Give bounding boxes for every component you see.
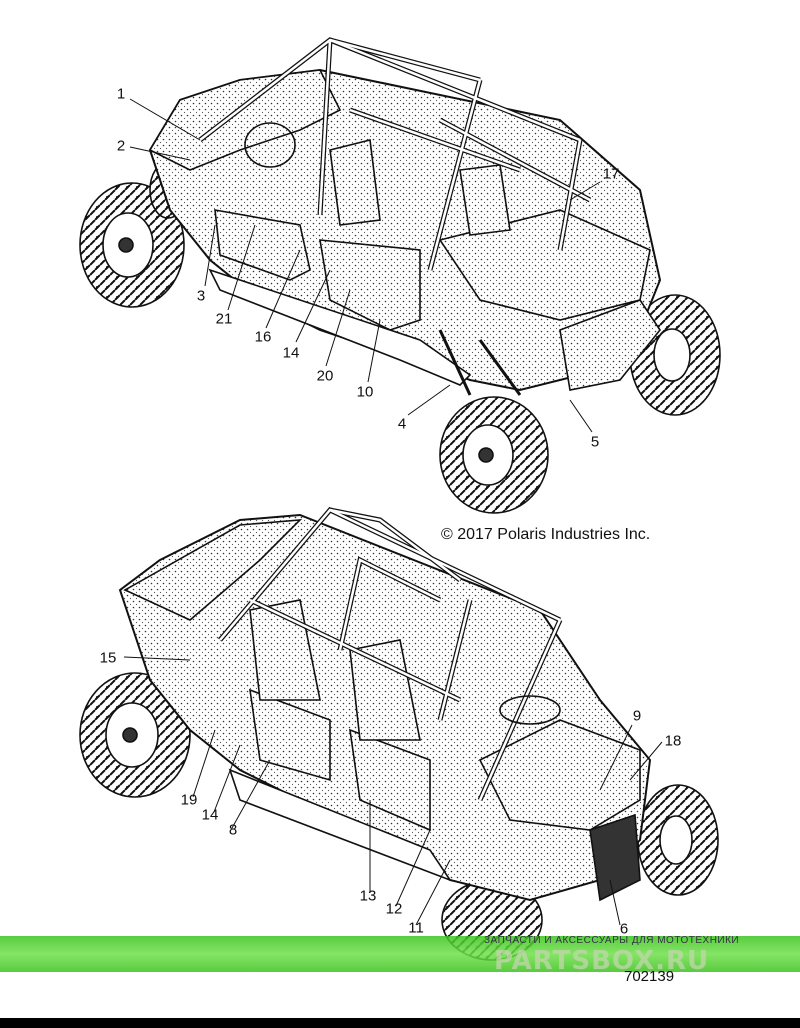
callout-18: 18: [664, 732, 682, 750]
callout-21: 21: [215, 310, 233, 328]
copyright-text: © 2017 Polaris Industries Inc.: [441, 526, 651, 543]
vehicle-bottom: [79, 506, 719, 961]
rocker-panel-bottom: [228, 768, 453, 882]
callout-5: 5: [590, 433, 600, 451]
wheel-front-left-bottom: [79, 672, 191, 798]
callout-2: 2: [116, 137, 126, 155]
suspension-top: [438, 329, 522, 396]
watermark-logo: PARTSBOX.RU: [494, 946, 710, 976]
front-grille-bottom: [589, 813, 641, 902]
callout-13: 13: [359, 887, 377, 905]
wheel-rear-right-top: [439, 396, 549, 514]
front-door-top: [214, 209, 311, 281]
callout-4: 4: [397, 415, 407, 433]
callout-1: 1: [116, 85, 126, 103]
roll-cage-top-inner: [199, 38, 591, 271]
callout-19: 19: [180, 791, 198, 809]
seat-rear-top: [459, 164, 511, 236]
callout-15: 15: [99, 649, 117, 667]
callout-16: 16: [254, 328, 272, 346]
callout-9: 9: [632, 707, 642, 725]
leader-lines-bottom: [123, 656, 663, 926]
callout-17: 17: [602, 165, 620, 183]
bottom-border: [0, 1018, 800, 1028]
callout-20: 20: [316, 367, 334, 385]
callout-10: 10: [356, 383, 374, 401]
seat-front-top: [329, 139, 381, 226]
callout-8: 8: [228, 821, 238, 839]
vehicle-top: [79, 37, 721, 514]
callout-3: 3: [196, 287, 206, 305]
rear-bumper-top: [559, 299, 661, 391]
watermark-subtitle: ЗАПЧАСТИ И АКСЕССУАРЫ ДЛЯ МОТОТЕХНИКИ: [484, 935, 740, 946]
wheel-front-right-bottom: [637, 784, 719, 896]
rocker-panel-top: [208, 268, 472, 386]
cargo-bed-bottom: [123, 519, 303, 621]
hood-top: [148, 69, 342, 171]
watermark-band: [0, 936, 800, 972]
callout-11: 11: [408, 919, 424, 937]
callout-12: 12: [385, 900, 403, 918]
steering-wheel-top: [244, 122, 296, 168]
callout-14-bottom: 14: [201, 806, 219, 824]
roll-cage-bottom-inner: [219, 508, 562, 801]
rear-door-bottom: [249, 688, 331, 782]
steering-wheel-bottom: [499, 695, 561, 725]
seat-front-bottom: [349, 639, 421, 741]
callout-6: 6: [619, 920, 629, 938]
rear-door-top: [319, 239, 421, 331]
diagram-part-number: 702139: [624, 968, 675, 985]
leader-lines-top: [129, 98, 601, 433]
hood-bottom: [478, 719, 641, 831]
callout-14-top: 14: [282, 344, 300, 362]
